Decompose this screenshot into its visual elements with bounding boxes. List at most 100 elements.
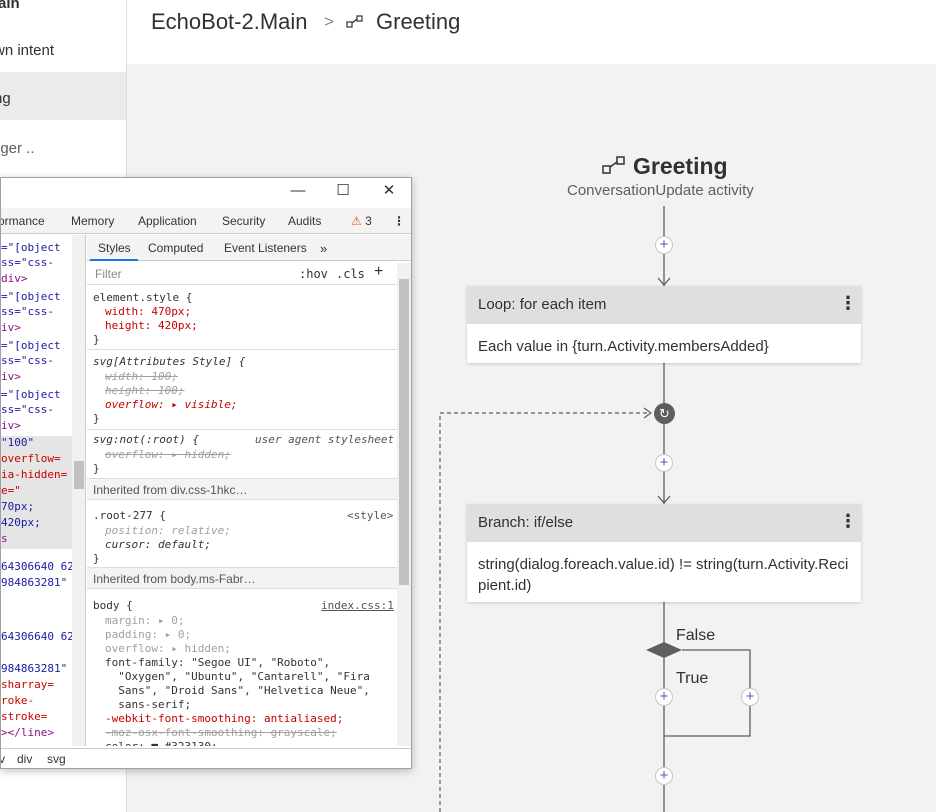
elements-scroll-thumb[interactable] xyxy=(74,461,84,489)
elements-scrollbar[interactable] xyxy=(72,235,85,746)
tab-performance[interactable]: ormance xyxy=(0,214,45,228)
dom-crumb[interactable]: v xyxy=(1,752,5,766)
styles-scroll-thumb[interactable] xyxy=(399,279,409,585)
hover-state-button[interactable]: :hov xyxy=(299,267,328,281)
tab-styles[interactable]: Styles xyxy=(98,241,131,255)
devtools-window[interactable]: — ☐ ✕ ormance Memory Application Securit… xyxy=(0,177,412,769)
rule-selector: svg:not(:root) { xyxy=(93,433,199,446)
rule-declaration[interactable]: height: 420px; xyxy=(105,319,198,332)
nav-item-label: ng xyxy=(0,90,11,107)
inherited-label[interactable]: Inherited from body.ms-Fabr… xyxy=(93,572,256,586)
element-tree-line[interactable]: iv> xyxy=(1,321,21,334)
rule-declaration: -moz-osx-font-smoothing: grayscale; xyxy=(105,726,337,739)
rule-declaration: width: 100; xyxy=(105,370,178,383)
more-options-icon[interactable]: ⋮ xyxy=(839,511,857,531)
element-tree-line[interactable]: ="[object xyxy=(1,388,61,401)
element-tree-line[interactable]: 420px; xyxy=(1,516,41,529)
nav-item-unknown-intent[interactable]: wn intent xyxy=(0,42,126,62)
new-rule-button[interactable]: + xyxy=(374,263,384,280)
rule-selector: element.style { xyxy=(93,291,193,304)
warnings-badge[interactable]: ⚠ 3 xyxy=(351,214,372,228)
rule-declaration: overflow: ▸ visible; xyxy=(105,398,238,411)
element-tree-line[interactable]: ></line> xyxy=(1,726,54,739)
nav-item-main[interactable]: ain xyxy=(0,0,126,13)
minimize-icon[interactable]: — xyxy=(290,182,306,199)
devtools-tabs: ormance Memory Application Security Audi… xyxy=(1,208,411,234)
rule-declaration[interactable]: width: 470px; xyxy=(105,305,192,318)
element-tree-line[interactable]: roke- xyxy=(1,694,35,707)
rule-declaration: -webkit-font-smoothing: antialiased; xyxy=(105,712,344,725)
tab-computed[interactable]: Computed xyxy=(148,241,204,255)
filter-input[interactable]: Filter xyxy=(95,267,122,281)
nav-item-greeting[interactable]: ng xyxy=(0,72,126,120)
element-tree-line[interactable]: ss="css- xyxy=(1,354,54,367)
close-icon[interactable]: ✕ xyxy=(382,182,396,199)
element-tree-line[interactable]: stroke= xyxy=(1,710,48,723)
element-tree-line[interactable]: "100" xyxy=(1,436,35,449)
nav-item-label: ain xyxy=(0,0,20,12)
element-tree-line[interactable]: 984863281" xyxy=(1,576,68,589)
breadcrumb-leaf: Greeting xyxy=(376,9,461,34)
element-tree-line[interactable]: s xyxy=(1,532,8,545)
card-title: Loop: for each item xyxy=(478,296,607,313)
nav-item-label: wn intent xyxy=(0,42,55,59)
element-tree-line[interactable]: 984863281" xyxy=(1,662,68,675)
tab-application[interactable]: Application xyxy=(138,214,197,228)
add-node-button[interactable]: + xyxy=(741,688,759,706)
element-tree-line[interactable]: sharray= xyxy=(1,678,54,691)
trigger-icon xyxy=(602,156,625,174)
rule-source[interactable]: index.css:1 xyxy=(321,599,394,612)
element-tree-line[interactable]: ia-hidden= xyxy=(1,468,68,481)
rule-selector: svg[Attributes Style] { xyxy=(93,355,246,368)
element-tree-line[interactable]: e=" xyxy=(1,484,21,497)
element-tree-line[interactable]: overflow= xyxy=(1,452,61,465)
element-tree-line[interactable]: ="[object xyxy=(1,241,61,254)
element-tree-line[interactable]: ss="css- xyxy=(1,256,54,269)
rule-declaration: cursor: default; xyxy=(105,538,211,551)
element-tree-line[interactable]: 64306640 62 xyxy=(1,560,74,573)
class-toggle-button[interactable]: .cls xyxy=(336,267,365,281)
tab-audits[interactable]: Audits xyxy=(288,214,322,228)
branch-card[interactable]: Branch: if/else ⋮ string(dialog.foreach.… xyxy=(467,504,861,602)
add-node-button[interactable]: + xyxy=(655,236,673,254)
more-tabs-icon[interactable]: » xyxy=(320,241,328,256)
add-node-button[interactable]: + xyxy=(655,454,673,472)
element-tree-line[interactable]: iv> xyxy=(1,370,21,383)
tab-security[interactable]: Security xyxy=(222,214,266,228)
trigger-icon xyxy=(346,15,363,28)
maximize-icon[interactable]: ☐ xyxy=(336,182,350,199)
element-tree-line[interactable]: 70px; xyxy=(1,500,35,513)
more-options-icon[interactable]: ⋮ xyxy=(393,214,405,228)
breadcrumb-root[interactable]: EchoBot-2.Main xyxy=(151,9,308,34)
dom-breadcrumb: v div svg xyxy=(1,748,411,768)
inherited-header: Inherited from div.css-1hkc… xyxy=(87,478,397,500)
element-tree-line[interactable]: ss="css- xyxy=(1,305,54,318)
element-tree-line[interactable]: ss="css- xyxy=(1,403,54,416)
element-tree-line[interactable]: div> xyxy=(1,272,28,285)
rule-source[interactable]: <style> xyxy=(347,509,394,522)
more-options-icon[interactable]: ⋮ xyxy=(839,293,857,313)
styles-filter-bar: Filter :hov .cls + xyxy=(87,263,397,285)
devtools-titlebar[interactable]: — ☐ ✕ xyxy=(1,178,411,206)
element-tree-line[interactable]: 64306640 62 xyxy=(1,630,74,643)
element-tree-line[interactable]: ="[object xyxy=(1,339,61,352)
styles-panel[interactable]: Styles Computed Event Listeners » Filter… xyxy=(87,235,411,746)
dom-crumb[interactable]: div xyxy=(17,752,33,766)
elements-panel[interactable]: ="[object ss="css-div> ="[object ss="css-iv… xyxy=(1,235,86,746)
element-tree-line[interactable]: iv> xyxy=(1,419,21,432)
dom-crumb-selected[interactable]: svg xyxy=(47,752,66,766)
tab-memory[interactable]: Memory xyxy=(71,214,115,228)
rule-declaration: color: ■ #323130; xyxy=(105,740,218,746)
branch-true-label: True xyxy=(676,670,709,687)
rule-divider xyxy=(87,429,397,430)
inherited-label[interactable]: Inherited from div.css-1hkc… xyxy=(93,483,248,497)
card-header: Branch: if/else ⋮ xyxy=(467,504,861,542)
tab-event-listeners[interactable]: Event Listeners xyxy=(224,241,307,255)
loop-card[interactable]: Loop: for each item ⋮ Each value in {tur… xyxy=(467,286,861,363)
element-tree-line[interactable]: ="[object xyxy=(1,290,61,303)
add-node-button[interactable]: + xyxy=(655,767,673,785)
add-node-button[interactable]: + xyxy=(655,688,673,706)
rule-declaration: font-family: "Segoe UI", "Roboto", xyxy=(105,656,331,669)
